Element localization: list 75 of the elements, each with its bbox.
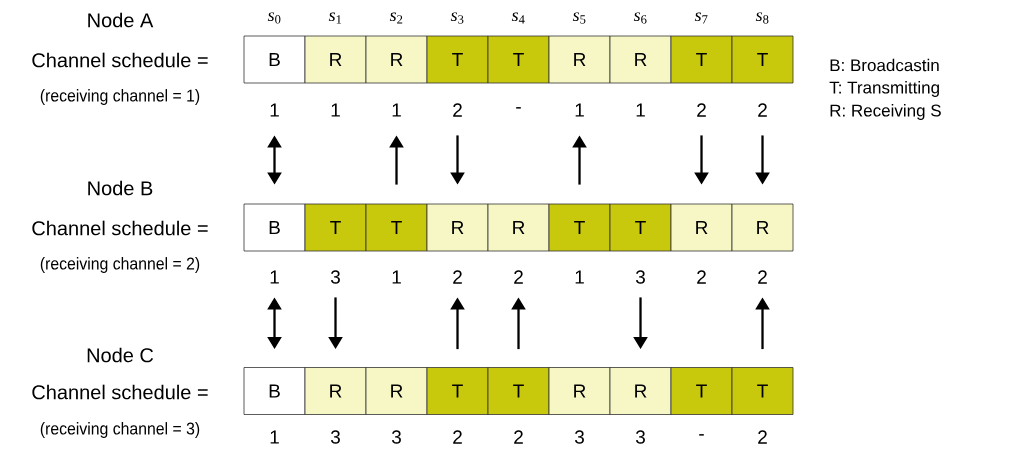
channel-number: 1 — [392, 103, 401, 117]
channel-number: 3 — [574, 430, 584, 444]
slot-cell: R — [365, 367, 428, 415]
slot-label: s$_{7}$ — [694, 12, 708, 24]
channel-number: 2 — [453, 103, 462, 117]
slot-cell: T — [487, 367, 550, 415]
channel-number: 2 — [697, 270, 706, 284]
schedule-label: Channel schedule = — [32, 52, 208, 68]
slot-label: s$_{6}$ — [633, 12, 647, 24]
node-title: Node B — [88, 180, 153, 196]
slot-cell: R — [548, 35, 611, 84]
legend-text: R: Receiving S — [830, 104, 941, 120]
channel-number: 2 — [453, 270, 462, 284]
slot-cell: R — [548, 367, 611, 415]
slot-label: s$_{3}$ — [450, 12, 464, 24]
channel-number: 2 — [758, 103, 767, 117]
slot-cell: T — [426, 367, 489, 415]
slot-cell: T — [670, 35, 733, 84]
channel-number: - — [699, 434, 704, 436]
channel-number: 1 — [575, 103, 584, 117]
legend-text: T: Transmitting — [829, 81, 939, 97]
slot-cell: T — [731, 35, 794, 84]
channel-number: 2 — [514, 270, 523, 284]
slot-cell: B — [243, 203, 306, 252]
node-title: Node A — [88, 12, 154, 28]
slot-label: s$_{8}$ — [755, 12, 769, 24]
slot-cell: B — [243, 35, 306, 84]
schedule-label: Channel schedule = — [32, 220, 208, 236]
schedule-label: Channel schedule = — [32, 384, 208, 400]
slot-label: s$_{5}$ — [572, 12, 586, 24]
slot-cell: T — [670, 367, 733, 415]
channel-note: (receiving channel = 3) — [40, 422, 200, 438]
channel-number: 1 — [636, 103, 645, 117]
channel-number: 1 — [575, 270, 584, 284]
legend-text: B: Broadcastin — [830, 58, 939, 72]
slot-cell: R — [609, 367, 672, 415]
slot-cell: R — [365, 35, 428, 84]
slot-cell: R — [304, 367, 367, 415]
channel-number: 1 — [392, 270, 401, 284]
channel-number: 3 — [330, 270, 340, 284]
channel-number: 1 — [270, 103, 279, 117]
channel-number: 2 — [697, 103, 706, 117]
node-title: Node C — [87, 347, 154, 363]
channel-number: 1 — [270, 270, 279, 284]
slot-label: s$_{0}$ — [267, 12, 281, 24]
slot-cell: T — [609, 203, 672, 252]
channel-number: - — [516, 107, 521, 109]
channel-number: 3 — [635, 270, 645, 284]
channel-number: 2 — [758, 270, 767, 284]
slot-cell: R — [487, 203, 550, 252]
channel-number: 2 — [453, 430, 462, 444]
slot-cell: R — [304, 35, 367, 84]
channel-number: 1 — [270, 430, 279, 444]
channel-number: 2 — [514, 430, 523, 444]
channel-number: 3 — [330, 430, 340, 444]
channel-number: 1 — [331, 103, 340, 117]
slot-cell: T — [548, 203, 611, 252]
slot-label: s$_{2}$ — [389, 12, 403, 24]
channel-note: (receiving channel = 2) — [40, 257, 200, 273]
channel-number: 3 — [635, 430, 645, 444]
slot-label: s$_{1}$ — [328, 12, 342, 24]
slot-cell: R — [731, 203, 794, 252]
slot-cell: T — [487, 35, 550, 84]
slot-cell: T — [365, 203, 428, 252]
slot-cell: T — [304, 203, 367, 252]
slot-cell: R — [609, 35, 672, 84]
channel-number: 3 — [391, 430, 401, 444]
channel-note: (receiving channel = 1) — [40, 89, 200, 105]
channel-number: 2 — [758, 430, 767, 444]
slot-cell: T — [426, 35, 489, 84]
slot-cell: B — [243, 367, 306, 415]
slot-label: s$_{4}$ — [511, 12, 525, 24]
slot-cell: T — [731, 367, 794, 415]
slot-cell: R — [426, 203, 489, 252]
slot-cell: R — [670, 203, 733, 252]
